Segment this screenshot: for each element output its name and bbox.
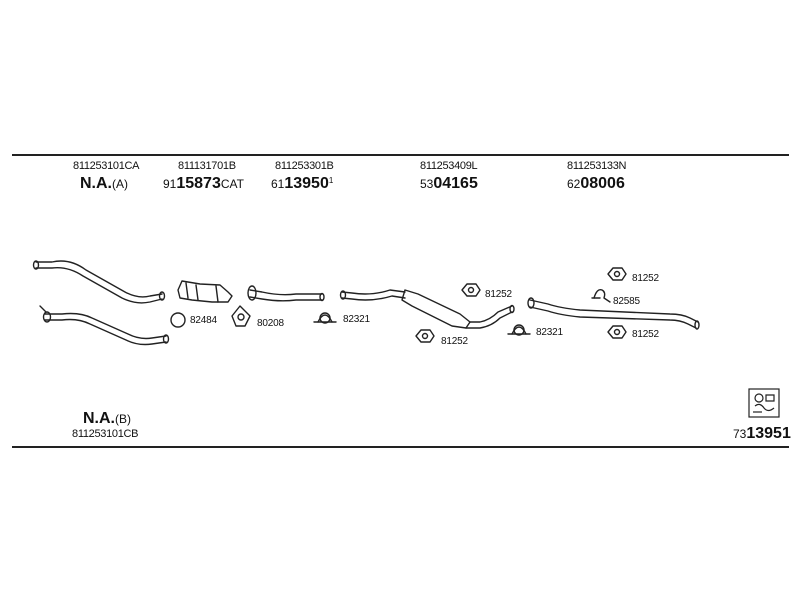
exhaust-kit-icon — [748, 388, 780, 423]
part-number-1[interactable]: N.A.(A) — [80, 175, 128, 193]
rubber-hanger-2[interactable] — [415, 329, 435, 343]
part-prefix: 62 — [567, 177, 581, 191]
oem-number-5: 811253133N — [567, 160, 627, 172]
front-pipe-lower[interactable] — [39, 305, 170, 346]
oem-number-2: 811131701B — [178, 160, 236, 172]
accessory-code: 82321 — [343, 314, 370, 325]
bottom-rule — [12, 446, 789, 448]
footer-left-suffix: (B) — [115, 412, 131, 426]
part-prefix: 53 — [420, 177, 434, 191]
accessory-code: 82484 — [190, 315, 217, 326]
part-number-2[interactable]: 9115873CAT — [163, 175, 244, 193]
rubber-hanger-4[interactable] — [607, 325, 627, 339]
part-suffix: CAT — [220, 177, 244, 191]
footer-left-oem: 811253101CB — [72, 428, 139, 440]
footer-part-left[interactable]: N.A.(B) — [83, 410, 131, 428]
part-suffix: (A) — [112, 177, 128, 191]
part-prefix: 91 — [163, 177, 177, 191]
footer-right-number: 13951 — [746, 425, 791, 442]
accessory-code: 81252 — [441, 336, 468, 347]
seal-ring[interactable] — [170, 312, 186, 328]
middle-silencer[interactable] — [339, 289, 515, 329]
accessory-code: 81252 — [632, 329, 659, 340]
catalytic-converter[interactable] — [177, 280, 233, 303]
rubber-hanger-1[interactable] — [461, 283, 481, 297]
intermediate-pipe[interactable] — [247, 285, 325, 302]
pipe-clamp[interactable] — [313, 312, 337, 324]
part-main: 04165 — [433, 175, 478, 192]
flange-gasket[interactable] — [231, 305, 251, 327]
footer-part-right[interactable]: 7313951 — [733, 425, 791, 443]
part-main: N.A. — [80, 175, 112, 192]
rubber-hanger-3[interactable] — [607, 267, 627, 281]
part-number-4[interactable]: 5304165 — [420, 175, 478, 193]
part-prefix: 61 — [271, 177, 285, 191]
part-main: 08006 — [580, 175, 625, 192]
accessory-code: 82321 — [536, 327, 563, 338]
mounting-bracket[interactable] — [591, 288, 611, 303]
part-number-3[interactable]: 61139501 — [271, 175, 333, 193]
accessory-code: 81252 — [485, 289, 512, 300]
accessory-code: 81252 — [632, 273, 659, 284]
oem-number-1: 811253101CA — [73, 160, 140, 172]
part-main: 13950 — [284, 175, 329, 192]
footer-left-number: N.A. — [83, 410, 115, 427]
oem-number-4: 811253409L — [420, 160, 478, 172]
footer-right-prefix: 73 — [733, 427, 747, 441]
top-rule — [12, 154, 789, 156]
part-suffix: 1 — [328, 176, 334, 185]
oem-number-3: 811253301B — [275, 160, 334, 172]
accessory-code: 80208 — [257, 318, 284, 329]
front-pipe-upper[interactable] — [32, 260, 166, 304]
accessory-code: 82585 — [613, 296, 640, 307]
pipe-clamp-2[interactable] — [507, 324, 531, 336]
part-number-5[interactable]: 6208006 — [567, 175, 625, 193]
tail-pipe[interactable] — [527, 297, 700, 330]
part-main: 15873 — [176, 175, 221, 192]
